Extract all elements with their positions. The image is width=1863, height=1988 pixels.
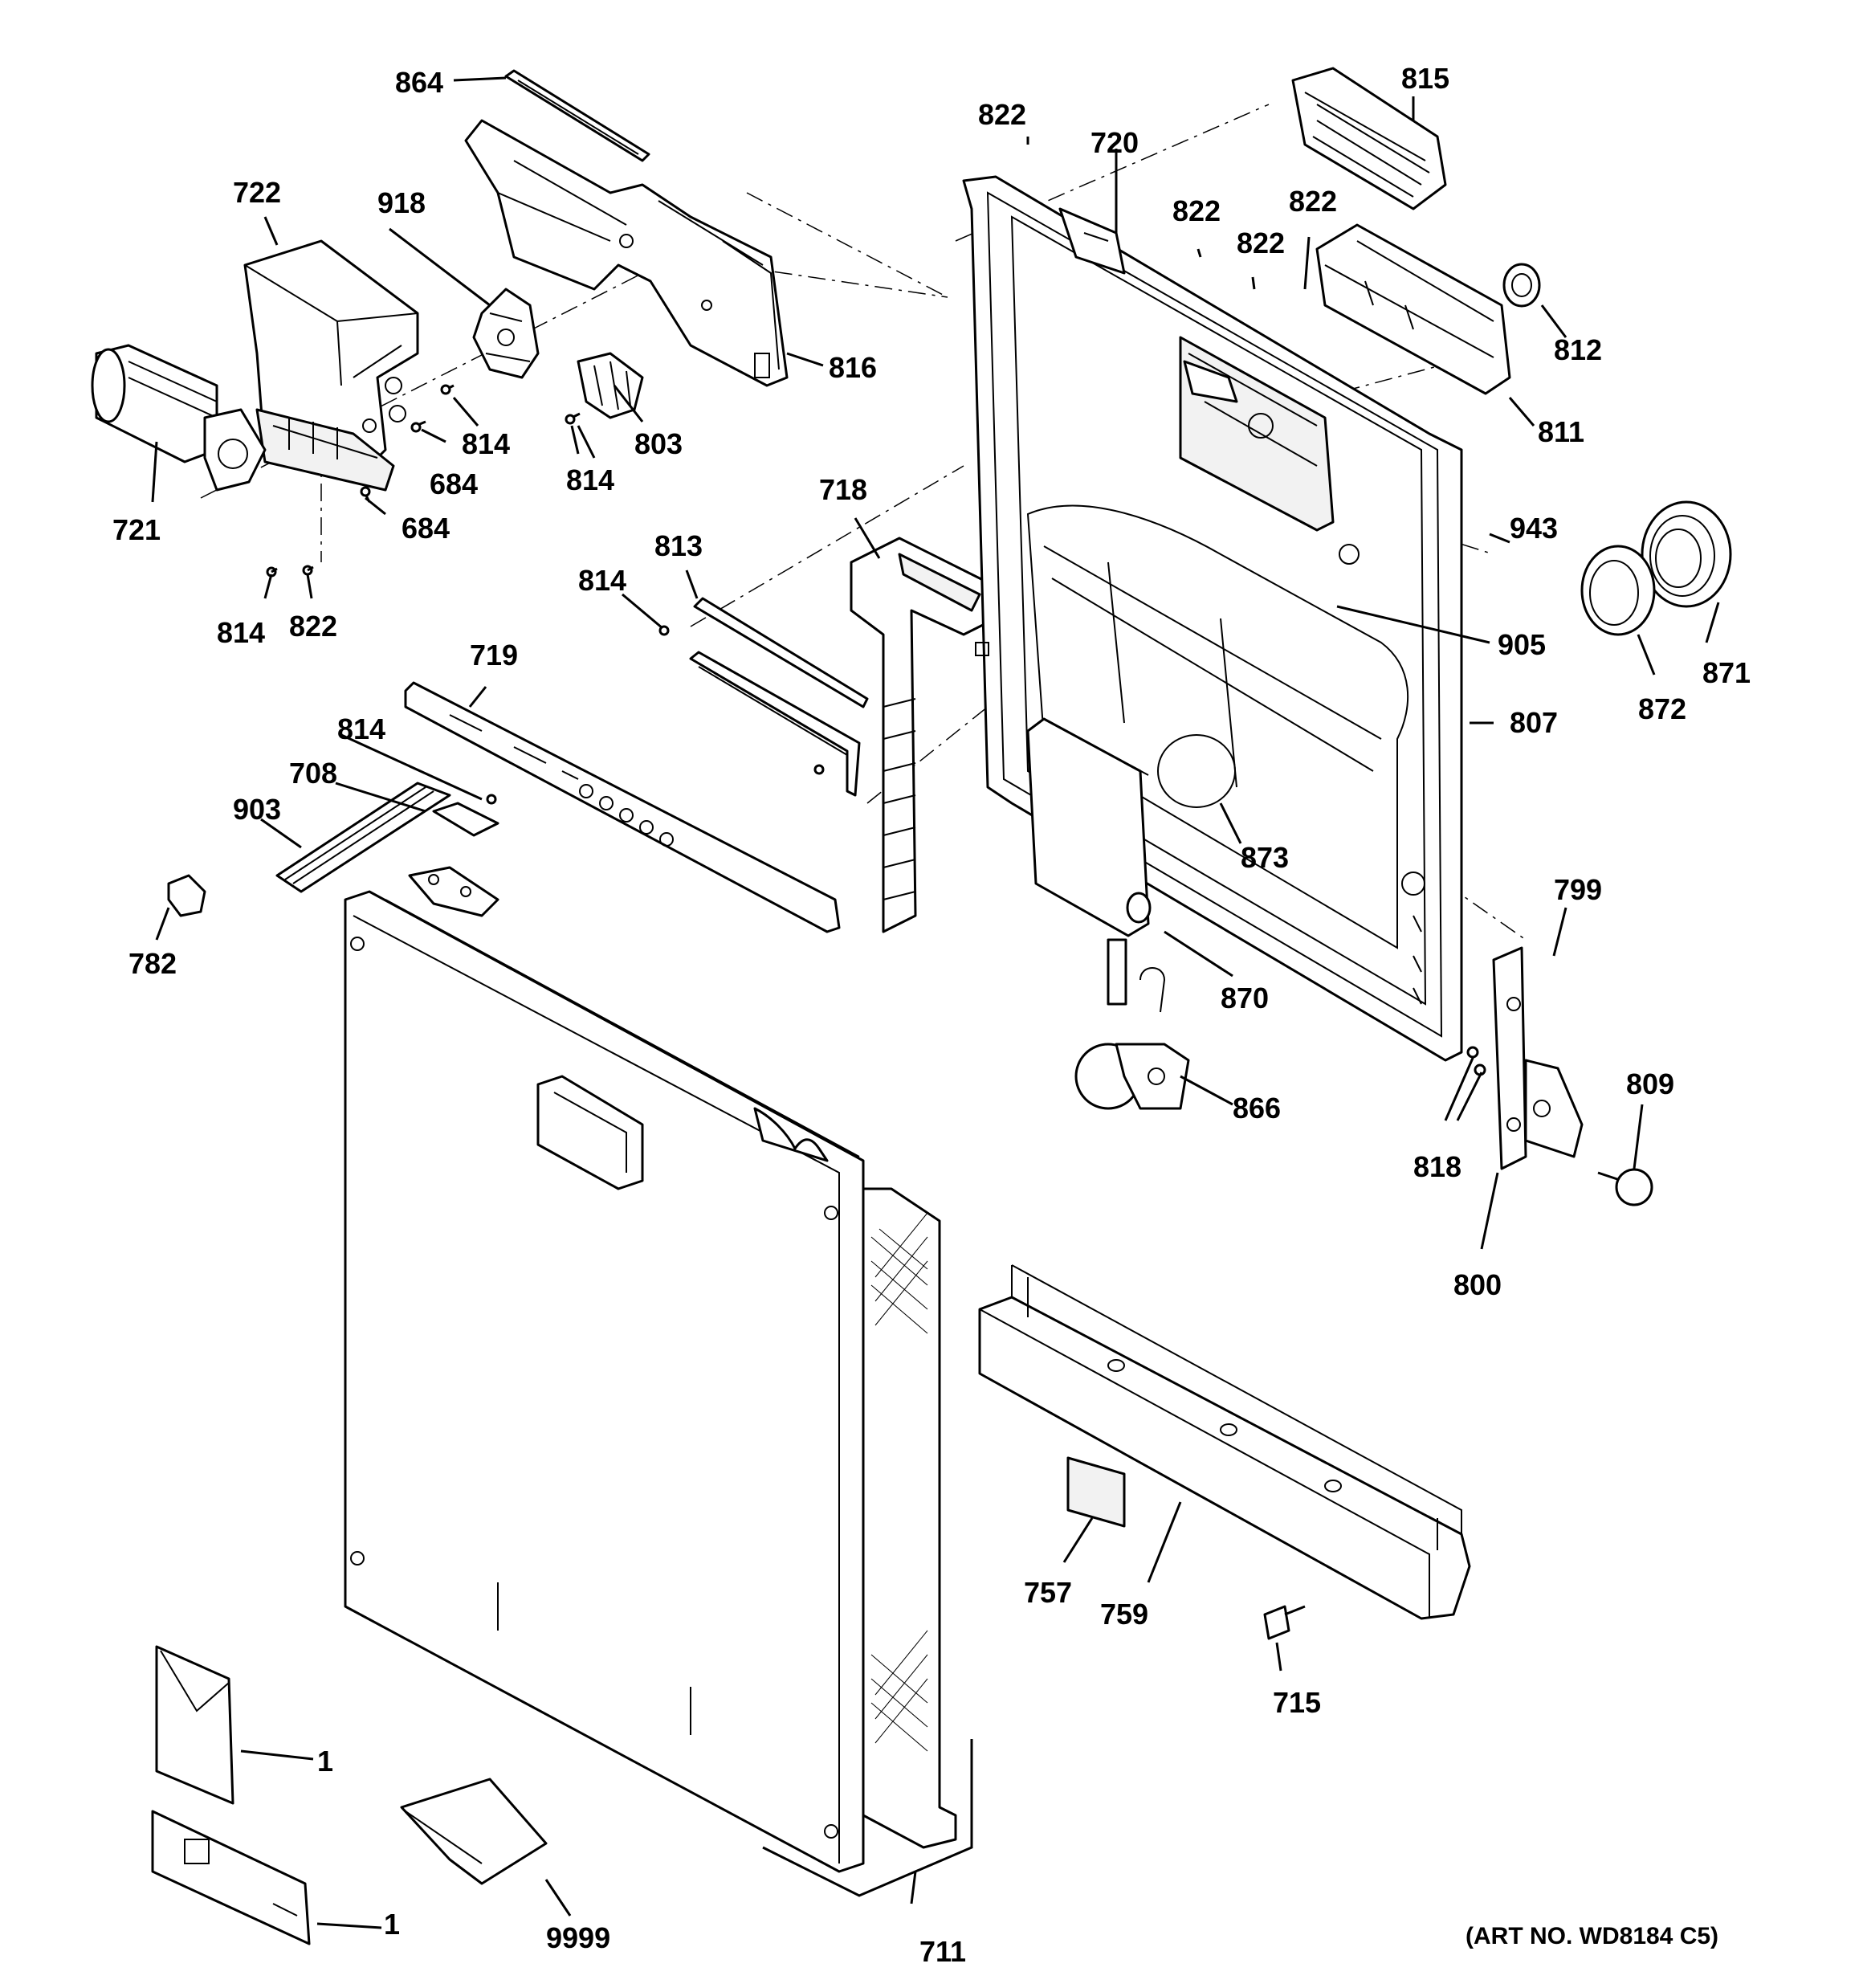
callout-1-a: 1 bbox=[317, 1745, 333, 1778]
callout-799: 799 bbox=[1554, 873, 1602, 906]
part-903-ribbon bbox=[275, 782, 451, 893]
callout-803: 803 bbox=[634, 427, 683, 460]
callout-918: 918 bbox=[377, 186, 426, 219]
callout-814-c: 814 bbox=[217, 616, 265, 649]
part-711-side-panel bbox=[862, 1187, 957, 1849]
callout-864: 864 bbox=[395, 66, 443, 99]
callout-905: 905 bbox=[1498, 628, 1546, 661]
callout-866: 866 bbox=[1233, 1092, 1281, 1125]
art-number: (ART NO. WD8184 C5) bbox=[1466, 1923, 1718, 1949]
part-872-ring bbox=[1580, 545, 1656, 636]
part-718-duct bbox=[850, 537, 997, 933]
part-809-bolt bbox=[1597, 1168, 1653, 1206]
part-outer-door bbox=[344, 890, 865, 1873]
part-800-hinge bbox=[1466, 946, 1584, 1170]
callout-872: 872 bbox=[1638, 692, 1686, 725]
part-782-clip bbox=[167, 874, 206, 917]
part-1-manual bbox=[155, 1645, 234, 1805]
callout-822-b: 822 bbox=[978, 98, 1026, 131]
callout-812: 812 bbox=[1554, 333, 1602, 366]
callout-816: 816 bbox=[829, 351, 877, 384]
part-9999-pouch bbox=[400, 1778, 548, 1885]
callout-721: 721 bbox=[112, 513, 161, 546]
part-812-knob bbox=[1502, 263, 1541, 308]
part-719-control-panel bbox=[404, 681, 841, 933]
callout-9999: 9999 bbox=[546, 1921, 610, 1954]
callout-759: 759 bbox=[1100, 1598, 1148, 1631]
callout-782: 782 bbox=[128, 947, 177, 980]
callout-715: 715 bbox=[1273, 1686, 1321, 1719]
callout-871: 871 bbox=[1702, 656, 1751, 689]
callout-813: 813 bbox=[654, 529, 703, 562]
callout-822-d: 822 bbox=[1237, 227, 1285, 259]
callout-814-d: 814 bbox=[578, 564, 626, 597]
callout-815: 815 bbox=[1401, 62, 1449, 95]
part-871-ring bbox=[1641, 500, 1732, 608]
callout-684-b: 684 bbox=[402, 512, 450, 545]
callout-822-c: 822 bbox=[1172, 194, 1221, 227]
callout-719: 719 bbox=[470, 639, 518, 672]
callout-814-e: 814 bbox=[337, 712, 385, 745]
callout-814-b: 814 bbox=[566, 463, 614, 496]
callout-labels: 864 722 918 816 721 814 684 684 814 803 … bbox=[112, 62, 1751, 1968]
callout-814-a: 814 bbox=[462, 427, 510, 460]
part-811-handle bbox=[1315, 223, 1511, 395]
part-816-housing bbox=[464, 119, 789, 387]
part-1-label bbox=[151, 1810, 311, 1945]
callout-711: 711 bbox=[919, 1935, 966, 1968]
callout-818: 818 bbox=[1413, 1150, 1461, 1183]
part-813-bracket bbox=[689, 597, 869, 797]
part-721-actuator bbox=[91, 344, 267, 492]
part-866-valve bbox=[1074, 938, 1190, 1110]
callout-1-b: 1 bbox=[384, 1908, 400, 1941]
part-715-screw bbox=[1263, 1605, 1306, 1640]
callout-800: 800 bbox=[1453, 1268, 1502, 1301]
callout-870: 870 bbox=[1221, 982, 1269, 1014]
part-722-dispenser bbox=[243, 239, 419, 492]
callout-822-e: 822 bbox=[1289, 185, 1337, 218]
callout-809: 809 bbox=[1626, 1067, 1674, 1100]
part-815-cover bbox=[1291, 67, 1447, 210]
callout-807: 807 bbox=[1510, 706, 1558, 739]
callout-684-a: 684 bbox=[430, 467, 478, 500]
part-870-dispenser bbox=[1026, 717, 1152, 937]
callout-757: 757 bbox=[1024, 1576, 1072, 1609]
callout-718: 718 bbox=[819, 473, 867, 506]
callout-903: 903 bbox=[233, 793, 281, 826]
part-708-board bbox=[408, 802, 499, 917]
callout-943: 943 bbox=[1510, 512, 1558, 545]
callout-873: 873 bbox=[1241, 841, 1289, 874]
screws-left bbox=[266, 384, 825, 805]
callout-708: 708 bbox=[289, 757, 337, 790]
callout-822-a: 822 bbox=[289, 610, 337, 643]
part-759-toe-kick bbox=[978, 1264, 1471, 1620]
leader-lines bbox=[151, 76, 1720, 1929]
part-918-latch bbox=[472, 288, 540, 379]
part-864-strip bbox=[504, 69, 650, 162]
callout-720: 720 bbox=[1090, 126, 1139, 159]
part-757-label bbox=[1066, 1456, 1126, 1528]
callout-722: 722 bbox=[233, 176, 281, 209]
callout-811: 811 bbox=[1538, 415, 1584, 448]
